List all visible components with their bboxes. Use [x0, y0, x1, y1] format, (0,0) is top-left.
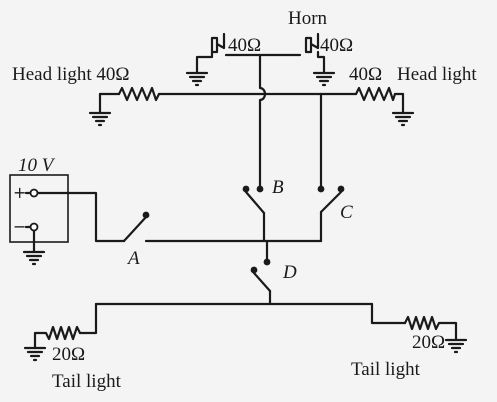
- head-light-right-value: 40Ω: [349, 64, 382, 85]
- head-light-right-resistor: [354, 86, 397, 102]
- tail-light-right-ground-icon: [444, 338, 468, 354]
- battery-minus-sign: −: [13, 217, 26, 236]
- tail-light-right-resistor: [403, 315, 458, 342]
- head-light-left-ground-icon: [88, 111, 112, 127]
- battery-plus-terminal: [29, 188, 39, 198]
- horn-left-ground-icon: [185, 71, 209, 87]
- horn-right-ground-wire: [316, 50, 326, 75]
- battery-positive-wire: [36, 191, 126, 243]
- horn-right-symbol: [304, 32, 320, 54]
- tail-light-right-wire: [370, 302, 407, 325]
- head-light-left-label: Head light 40Ω: [12, 64, 130, 85]
- battery-ground-icon: [22, 250, 46, 266]
- tail-light-right-value: 20Ω: [412, 332, 445, 353]
- horn-left-value: 40Ω: [228, 35, 261, 56]
- tail-light-left-label: Tail light: [52, 371, 122, 392]
- head-light-left-resistor: [117, 86, 161, 102]
- horn-right-ground-icon: [312, 71, 336, 87]
- head-light-right-ground-icon: [391, 111, 415, 127]
- switch-d-label: D: [282, 262, 297, 283]
- switch-c-label: C: [340, 202, 353, 223]
- battery-plus-sign: +: [13, 183, 26, 202]
- battery-box: [9, 174, 69, 243]
- horn-left-symbol: [210, 32, 226, 54]
- switch-a-label: A: [126, 248, 140, 269]
- horn-right-value: 40Ω: [320, 35, 353, 56]
- switch-a: [122, 211, 150, 243]
- horn-label: Horn: [288, 8, 328, 29]
- tail-light-right-label: Tail light: [351, 359, 421, 380]
- tail-light-left-wire: [78, 302, 98, 335]
- switch-b-label: B: [272, 177, 284, 198]
- switch-c: [317, 185, 345, 243]
- tail-light-left-value: 20Ω: [52, 344, 85, 365]
- switch-d: [250, 239, 272, 306]
- head-light-right-label: Head light: [397, 64, 477, 85]
- horn-left-ground-wire: [195, 50, 214, 75]
- tail-light-left-ground-icon: [23, 346, 47, 362]
- battery-voltage-label: 10 V: [18, 155, 56, 176]
- switch-b: [242, 185, 266, 243]
- battery-minus-terminal: [29, 222, 39, 232]
- horn-feed-wire: [258, 53, 267, 189]
- tail-light-left-resistor: [33, 325, 82, 350]
